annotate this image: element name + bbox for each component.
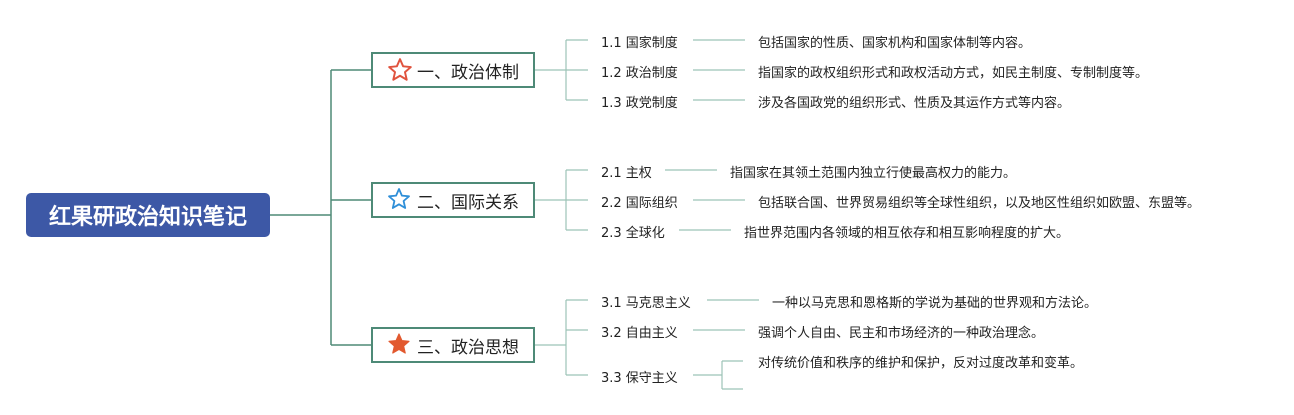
leaf-description: 强调个人自由、民主和市场经济的一种政治理念。 (758, 326, 1045, 341)
star-filled-icon (387, 332, 413, 358)
leaf-description: 指国家在其领土范围内独立行使最高权力的能力。 (730, 166, 1017, 181)
branch-node-political-system[interactable]: 一、政治体制 (371, 52, 535, 88)
leaf-topic[interactable]: 2.1 主权 (601, 166, 652, 181)
leaf-topic[interactable]: 1.1 国家制度 (601, 36, 678, 51)
root-node[interactable]: 红果研政治知识笔记 (26, 193, 270, 237)
leaf-description: 指世界范围内各领域的相互依存和相互影响程度的扩大。 (744, 226, 1070, 241)
leaf-description: 包括国家的性质、国家机构和国家体制等内容。 (758, 36, 1032, 51)
leaf-description: 指国家的政权组织形式和政权活动方式，如民主制度、专制制度等。 (758, 66, 1149, 81)
leaf-description: 包括联合国、世界贸易组织等全球性组织，以及地区性组织如欧盟、东盟等。 (758, 196, 1201, 211)
branch-title: 二、国际关系 (417, 192, 519, 213)
leaf-description: 一种以马克思和恩格斯的学说为基础的世界观和方法论。 (772, 296, 1098, 311)
leaf-topic[interactable]: 2.2 国际组织 (601, 196, 678, 211)
leaf-topic[interactable]: 3.3 保守主义 (601, 371, 678, 386)
leaf-description: 对传统价值和秩序的维护和保护，反对过度改革和变革。 (758, 356, 1084, 371)
leaf-topic[interactable]: 1.2 政治制度 (601, 66, 678, 81)
root-title: 红果研政治知识笔记 (48, 205, 247, 230)
leaf-topic[interactable]: 1.3 政党制度 (601, 96, 678, 111)
leaf-description: 涉及各国政党的组织形式、性质及其运作方式等内容。 (758, 96, 1071, 111)
branch-node-international-relations[interactable]: 二、国际关系 (371, 182, 535, 218)
leaf-topic[interactable]: 3.1 马克思主义 (601, 296, 691, 311)
leaf-topic[interactable]: 2.3 全球化 (601, 226, 665, 241)
branch-node-political-thought[interactable]: 三、政治思想 (371, 327, 535, 363)
branch-title: 一、政治体制 (417, 62, 519, 83)
leaf-topic[interactable]: 3.2 自由主义 (601, 326, 678, 341)
star-outline-icon (387, 187, 413, 213)
star-outline-icon (387, 57, 413, 83)
branch-title: 三、政治思想 (417, 337, 519, 358)
